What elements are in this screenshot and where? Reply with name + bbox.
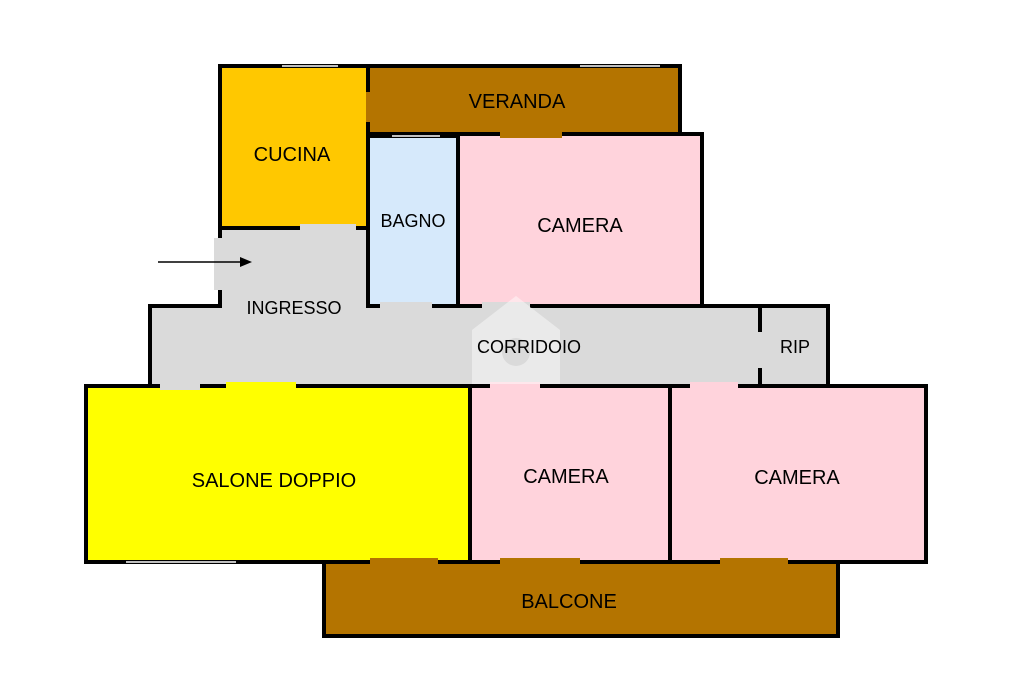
room-salone — [84, 384, 472, 564]
room-balcone — [322, 560, 840, 638]
room-ingresso — [218, 226, 370, 310]
label-balcone: BALCONE — [521, 591, 617, 613]
room-camera-mid — [468, 384, 672, 564]
label-salone: SALONE DOPPIO — [192, 470, 357, 492]
corridor-fill — [158, 308, 758, 384]
room-camera-top — [456, 132, 704, 308]
room-camera-right — [668, 384, 928, 564]
house-watermark-icon — [472, 296, 560, 384]
door-openings — [160, 92, 788, 566]
arrow-right-icon — [158, 257, 252, 267]
label-veranda: VERANDA — [469, 91, 566, 113]
room-cucina — [218, 64, 370, 230]
label-bagno: BAGNO — [380, 211, 445, 231]
label-cucina: CUCINA — [254, 144, 331, 166]
label-camera-top: CAMERA — [537, 215, 623, 237]
label-rip: RIP — [780, 337, 810, 357]
label-camera-right: CAMERA — [754, 467, 840, 489]
label-camera-mid: CAMERA — [523, 466, 609, 488]
room-rip — [758, 304, 830, 388]
label-corridoio: CORRIDOIO — [477, 337, 581, 357]
label-ingresso: INGRESSO — [246, 298, 341, 318]
windows — [126, 65, 660, 563]
